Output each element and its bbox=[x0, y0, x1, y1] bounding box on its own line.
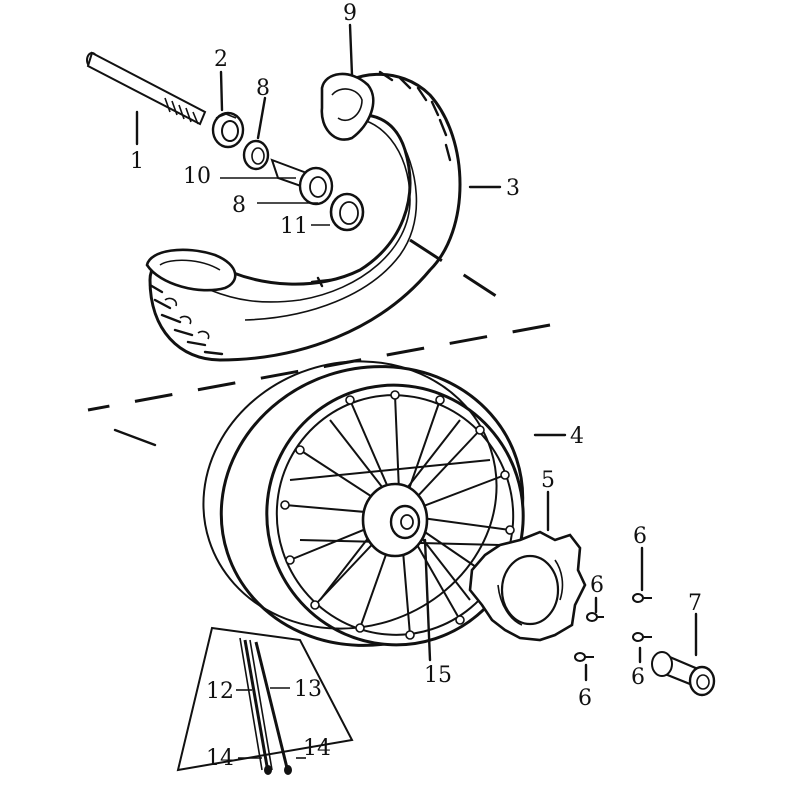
oil-seal bbox=[329, 192, 365, 232]
center-line bbox=[87, 238, 551, 447]
callout-9: 9 bbox=[343, 1, 357, 26]
callout-12: 12 bbox=[206, 679, 234, 704]
callout-14-right: 14 bbox=[303, 736, 331, 761]
axle-nut bbox=[211, 111, 245, 149]
callout-5: 5 bbox=[541, 468, 555, 493]
callout-6-top: 6 bbox=[633, 524, 647, 549]
disc-bolts bbox=[574, 593, 652, 662]
callout-6-right: 6 bbox=[631, 665, 645, 690]
leader-lines bbox=[135, 23, 698, 759]
callout-11: 11 bbox=[280, 214, 308, 239]
brake-disc bbox=[468, 530, 587, 642]
callout-15: 15 bbox=[424, 663, 452, 688]
spacer-tube bbox=[651, 651, 716, 697]
callout-1: 1 bbox=[130, 149, 144, 174]
callout-6-mid: 6 bbox=[590, 573, 604, 598]
tyre bbox=[145, 70, 462, 362]
bearing-upper bbox=[242, 139, 270, 171]
spoke-set-panel bbox=[176, 626, 354, 775]
callout-3: 3 bbox=[506, 176, 520, 201]
callout-8-bottom: 8 bbox=[232, 193, 246, 218]
callout-4: 4 bbox=[570, 424, 584, 449]
callout-10: 10 bbox=[183, 164, 211, 189]
spacer-collar bbox=[270, 158, 334, 206]
callout-13: 13 bbox=[294, 677, 322, 702]
callout-labels: 1 2 3 4 5 6 6 6 6 7 8 8 9 10 11 12 13 14… bbox=[130, 1, 702, 771]
callout-14-left: 14 bbox=[206, 746, 234, 771]
axle-bolt bbox=[86, 51, 207, 126]
spoked-rim bbox=[202, 360, 525, 647]
callout-2: 2 bbox=[214, 47, 228, 72]
callout-8-top: 8 bbox=[256, 76, 270, 101]
callout-7: 7 bbox=[688, 591, 702, 616]
callout-6-bottom: 6 bbox=[578, 686, 592, 711]
